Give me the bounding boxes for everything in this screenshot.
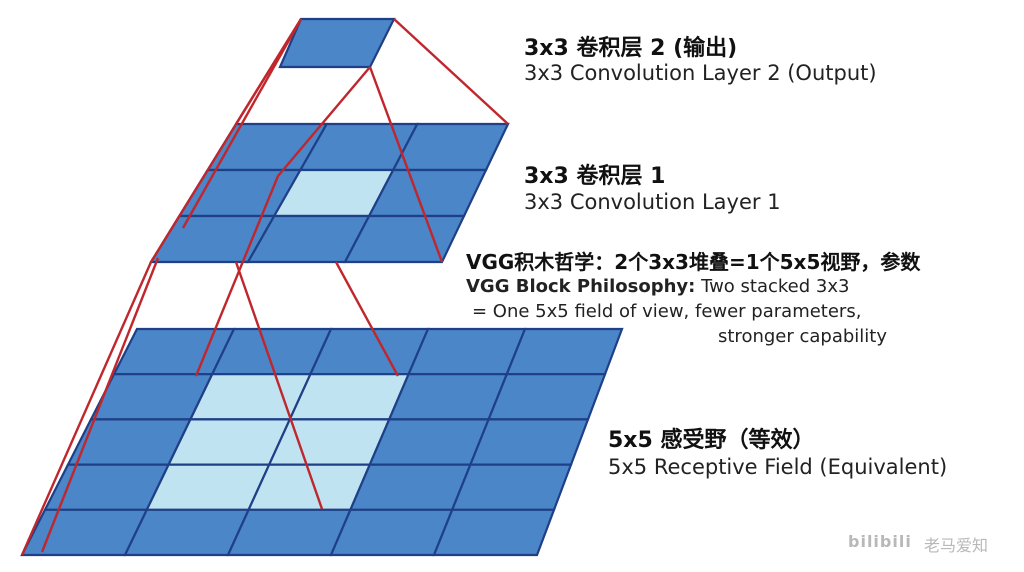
grid-cell — [406, 327, 527, 376]
grid-cell — [468, 418, 590, 466]
bilibili-logo: bilibili — [848, 532, 912, 551]
conv1-layer-title: 3x3 卷积层 1 — [524, 164, 666, 189]
connector-line — [393, 18, 509, 125]
layer-5x5-receptive-field — [20, 327, 624, 557]
author-watermark: 老马爱知 — [924, 536, 989, 555]
connector-line — [277, 66, 371, 177]
connector-line — [149, 18, 303, 263]
vgg-philosophy-line1-text: Two stacked 3x3 — [695, 276, 850, 297]
grid-cell — [450, 463, 573, 511]
connector-line — [368, 66, 444, 263]
output-layer-title: 3x3 卷积层 2 (输出) — [524, 36, 738, 61]
connector-line — [181, 18, 303, 229]
highlighted-cell — [267, 418, 391, 466]
output-layer-subtitle: 3x3 Convolution Layer 2 (Output) — [524, 61, 877, 85]
grid-cell — [505, 327, 624, 376]
vgg-philosophy-title: VGG积木哲学：2个3x3堆叠=1个5x5视野，参数 — [466, 250, 921, 274]
conv1-layer-subtitle: 3x3 Convolution Layer 1 — [524, 190, 781, 214]
vgg-philosophy-label: VGG Block Philosophy: — [466, 276, 696, 297]
connector-lines — [20, 18, 509, 556]
connector-line — [20, 261, 153, 556]
connector-line — [234, 261, 324, 510]
grid-cell — [486, 373, 607, 421]
highlighted-cell — [288, 373, 411, 421]
grid-cell — [387, 373, 509, 421]
connector-line — [194, 175, 280, 377]
connector-line — [334, 261, 400, 377]
grid-cell — [329, 508, 454, 557]
grid-cell — [368, 418, 491, 466]
grid-cell — [226, 508, 353, 557]
vgg-philosophy-line1: VGG Block Philosophy: Two stacked 3x3 — [466, 276, 849, 297]
vgg-philosophy-line2: = One 5x5 field of view, fewer parameter… — [472, 301, 862, 322]
field-layer-subtitle: 5x5 Receptive Field (Equivalent) — [608, 455, 948, 479]
connector-line — [40, 257, 160, 553]
grid-cell — [348, 463, 473, 511]
layer-conv1-grid — [149, 122, 510, 264]
vgg-philosophy-line3: stronger capability — [718, 326, 888, 347]
grid-cell — [432, 508, 556, 557]
field-layer-title: 5x5 感受野（等效） — [608, 428, 815, 453]
